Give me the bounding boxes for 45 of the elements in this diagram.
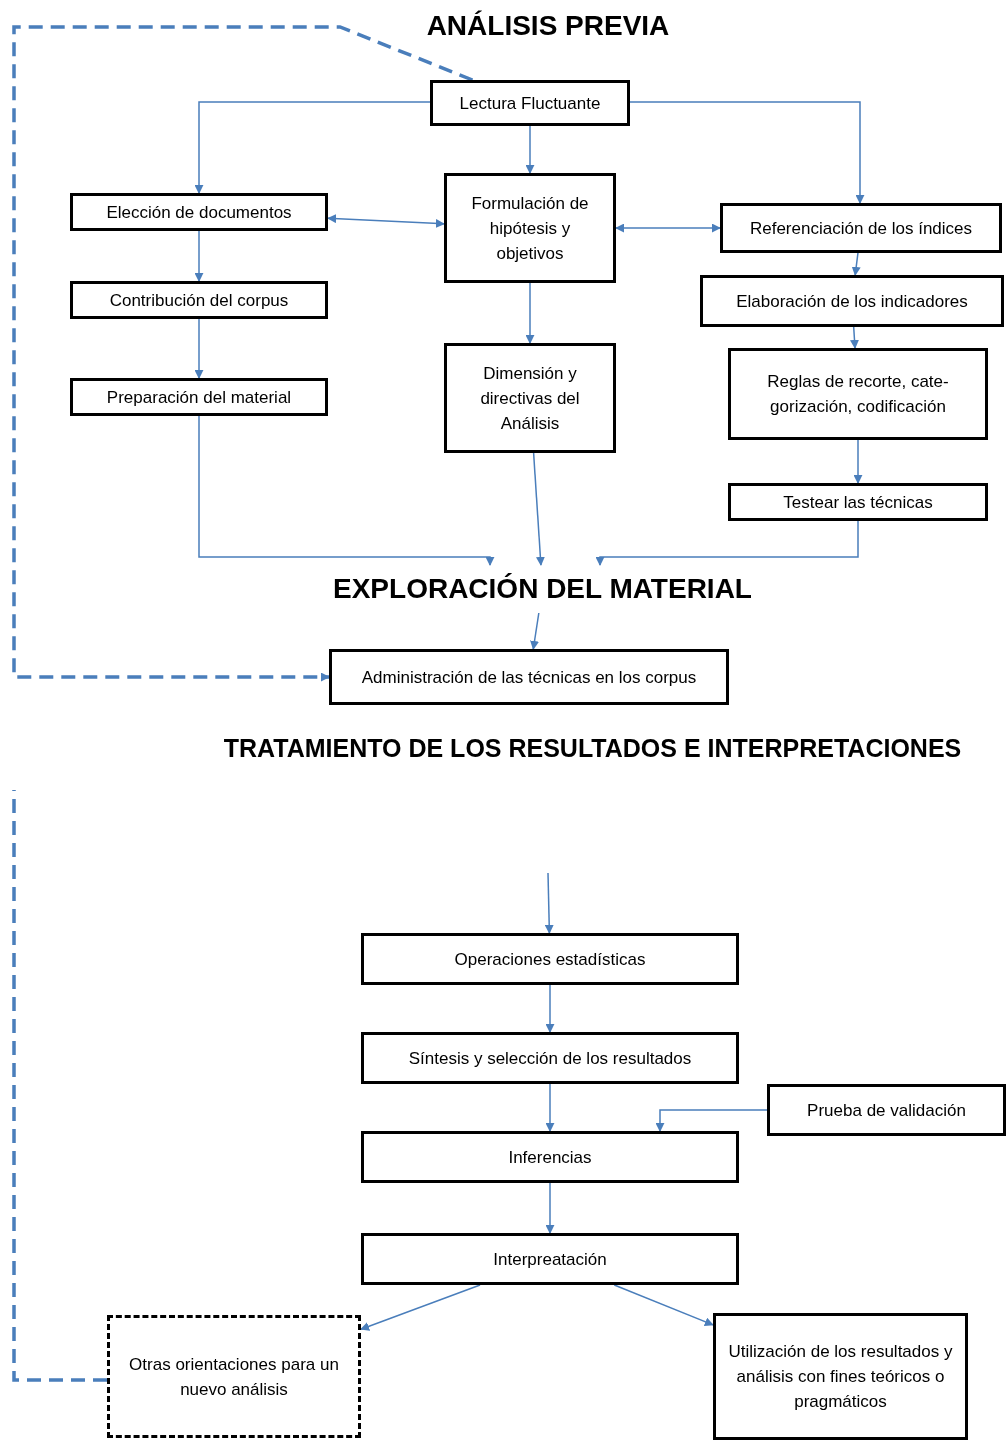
process-box: Testear las técnicas (728, 483, 988, 521)
process-box: Síntesis y selección de los resultados (361, 1032, 739, 1084)
section-heading: TRATAMIENTO DE LOS RESULTADOS E INTERPRETACIONES (222, 733, 963, 764)
arrow (853, 439, 863, 484)
arrow (530, 612, 540, 650)
arrow (194, 230, 204, 282)
dashed-connector (12, 25, 474, 682)
process-box: Contribución del corpus (70, 281, 328, 319)
arrow (613, 1284, 714, 1327)
arrow (851, 252, 861, 276)
process-box: Referenciación de los índices (720, 203, 1002, 253)
arrow (525, 125, 535, 174)
arrow (655, 1109, 768, 1132)
arrow (545, 984, 555, 1033)
process-box: Utilización de los resultados y análisis con fines teóricos o pragmáticos (713, 1313, 968, 1440)
process-box: Administración de las técnicas en los corpus (329, 649, 729, 705)
arrow (198, 415, 495, 566)
process-box: Formulación de hipótesis y objetivos (444, 173, 616, 283)
process-box: Interpreatación (361, 1233, 739, 1285)
arrow (194, 101, 431, 194)
process-box: Elección de documentos (70, 193, 328, 231)
arrow (850, 326, 859, 349)
arrow (544, 872, 554, 934)
process-box: Inferencias (361, 1131, 739, 1183)
process-box: Elaboración de los indicadores (700, 275, 1004, 327)
dashed-connector (12, 790, 107, 1382)
arrow (545, 1182, 555, 1234)
process-box: Reglas de recorte, cate-gorización, codificación (728, 348, 988, 440)
process-box: Otras orientaciones para un nuevo análisis (107, 1315, 361, 1438)
arrow (545, 1083, 555, 1132)
arrow (525, 282, 535, 344)
process-box: Dimensión y directivas del Análisis (444, 343, 616, 453)
arrow (629, 101, 865, 204)
arrow (194, 318, 204, 379)
section-heading: EXPLORACIÓN DEL MATERIAL (330, 565, 755, 613)
process-box: Lectura Fluctuante (430, 80, 630, 126)
arrow (327, 214, 445, 228)
process-box: Prueba de validación (767, 1084, 1006, 1136)
arrow (532, 452, 545, 566)
arrow (595, 520, 859, 566)
arrow (360, 1284, 481, 1331)
section-heading: ANÁLISIS PREVIA (425, 9, 671, 43)
process-box: Preparación del material (70, 378, 328, 416)
arrow (615, 223, 721, 233)
process-box: Operaciones estadísticas (361, 933, 739, 985)
